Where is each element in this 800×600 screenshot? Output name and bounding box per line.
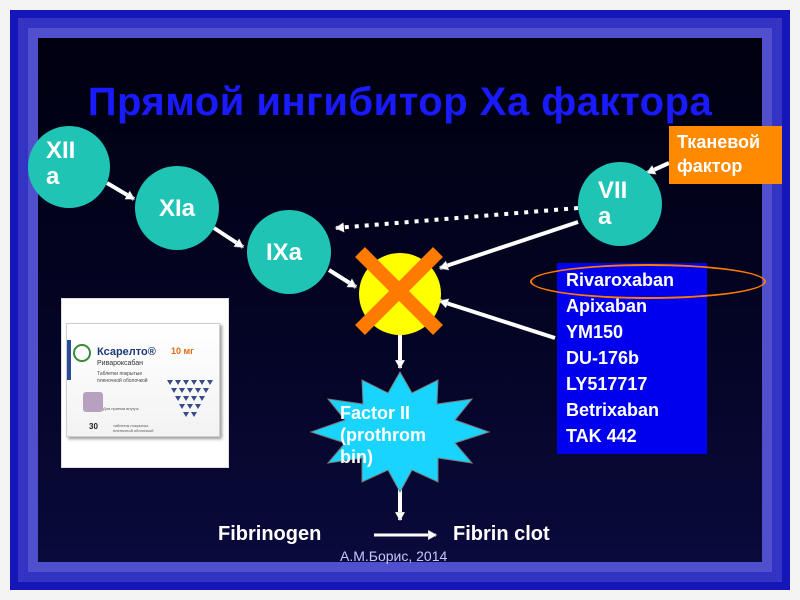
rivaroxaban-highlight-ellipse xyxy=(530,264,766,299)
arrow-ixa-xa xyxy=(327,268,356,289)
arrow-tissue-viia xyxy=(647,161,670,175)
xarelto-package-image: Ксарелто® 10 мг Ривароксабан Таблетки по… xyxy=(61,298,229,468)
drug-item: YM150 xyxy=(566,322,624,342)
package-brand: Ксарелто® xyxy=(97,346,156,358)
arrow-viia-ixa-dotted xyxy=(336,206,579,228)
arrow-viia-xa xyxy=(440,220,579,268)
author-credit: А.М.Борис, 2014 xyxy=(340,548,448,564)
node-xiia: XII a xyxy=(28,126,110,208)
drug-item: Betrixaban xyxy=(566,400,660,420)
package-organ-image xyxy=(83,392,103,412)
package-count: 30 xyxy=(89,422,98,431)
bayer-cross-icon xyxy=(73,344,91,362)
package-usage: Для приема внутрь xyxy=(103,406,139,411)
drug-item: TAK 442 xyxy=(566,426,637,446)
arrow-xiia-xia xyxy=(105,181,134,201)
package-dose: 10 мг xyxy=(171,346,194,356)
node-xiia-label: XII a xyxy=(46,137,76,190)
factor2-label: Factor II (prothrom bin) xyxy=(340,403,426,467)
drug-item: Apixaban xyxy=(566,296,648,316)
package-pattern xyxy=(167,380,213,417)
x-cross-icon xyxy=(355,247,443,335)
node-xia-label: XIa xyxy=(159,195,196,222)
fibrinogen-label: Fibrinogen xyxy=(218,523,322,545)
factor2-starburst xyxy=(309,370,491,494)
package-inn: Ривароксабан xyxy=(97,360,144,367)
node-viia-label: VII a xyxy=(598,177,628,230)
tissue-factor-box: Тканевой фактор xyxy=(669,126,782,184)
package-count-note: таблеток покрытых пленочной оболочкой xyxy=(113,423,154,433)
drug-item: LY517717 xyxy=(566,374,648,394)
package-box: Ксарелто® 10 мг Ривароксабан Таблетки по… xyxy=(66,323,220,437)
arrow-drugs-xa xyxy=(440,301,556,340)
package-stripe xyxy=(67,340,71,380)
node-ixa: IXa xyxy=(247,210,331,294)
arrow-xia-ixa xyxy=(212,226,243,249)
node-xia: XIa xyxy=(135,166,219,250)
fibrin-clot-label: Fibrin clot xyxy=(453,523,550,545)
drug-item: DU-176b xyxy=(566,348,640,368)
node-ixa-label: IXa xyxy=(266,239,303,266)
package-tablet-line1: Таблетки покрытые xyxy=(97,371,143,377)
node-viia: VII a xyxy=(578,162,662,246)
slide-title: Прямой ингибитор Ха фактора xyxy=(87,80,713,124)
package-tablet-line2: пленочной оболочкой xyxy=(97,378,148,384)
